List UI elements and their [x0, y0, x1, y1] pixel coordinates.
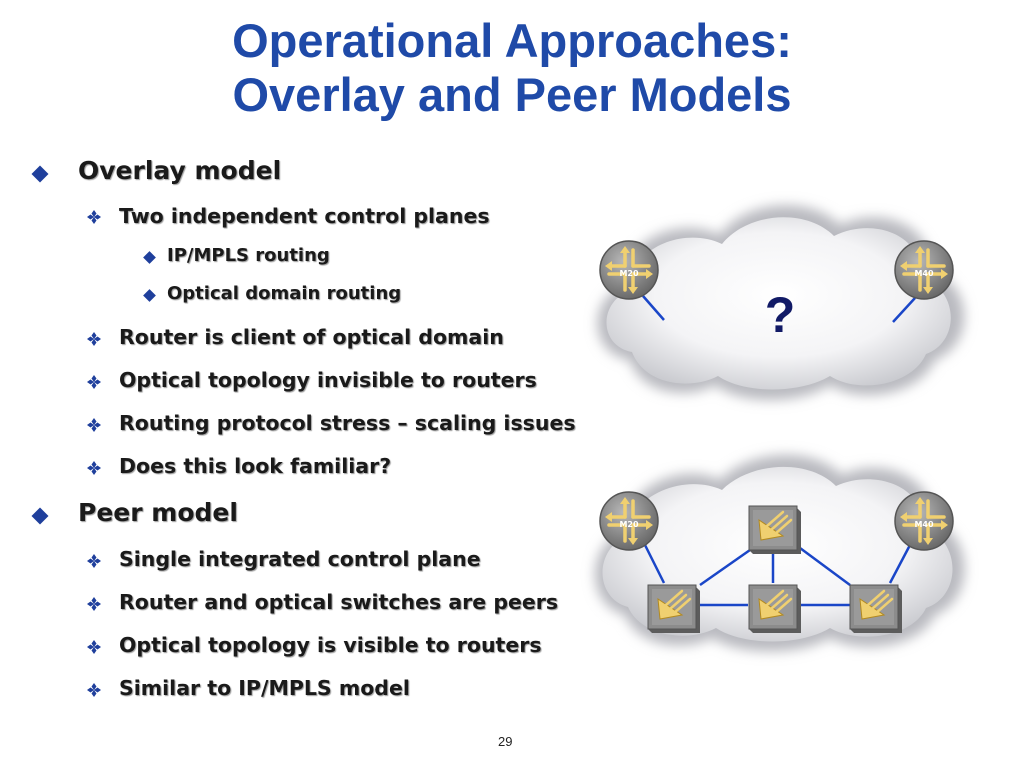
overlay-sub-control-planes: Two independent control planes — [119, 204, 490, 228]
router-label-m40: M40 — [914, 520, 934, 529]
peer-model-heading: Peer model — [78, 498, 238, 527]
router-label-m20: M20 — [619, 520, 639, 529]
bullet-clover-icon — [87, 332, 101, 346]
page-number: 29 — [498, 734, 513, 749]
peer-sub-single-control-plane: Single integrated control plane — [119, 547, 481, 571]
peer-sub-topology-visible: Optical topology is visible to routers — [119, 633, 542, 657]
peer-links — [643, 544, 912, 607]
bullet-clover-icon — [87, 683, 101, 697]
overlay-sub-optical-domain-routing: Optical domain routing — [167, 283, 402, 304]
overlay-model-heading: Overlay model — [78, 156, 282, 185]
slide-title-line-2: Overlay and Peer Models — [232, 68, 792, 121]
overlay-cloud — [597, 205, 965, 400]
slide-title: Operational Approaches: Overlay and Peer… — [0, 14, 1024, 122]
overlay-sub-router-client: Router is client of optical domain — [119, 325, 504, 349]
optical-switch-icon — [747, 583, 803, 635]
bullet-clover-icon — [87, 418, 101, 432]
bullet-clover-icon — [87, 461, 101, 475]
overlay-sub-familiar: Does this look familiar? — [119, 454, 392, 478]
bullet-clover-icon — [87, 375, 101, 389]
optical-switch-icon — [646, 583, 702, 635]
router-label-m40: M40 — [914, 269, 934, 278]
overlay-link-left — [642, 295, 665, 321]
router-label-m20: M20 — [619, 269, 639, 278]
overlay-sub-scaling-issues: Routing protocol stress – scaling issues — [119, 411, 576, 435]
optical-switch-icon — [747, 504, 803, 556]
peer-sub-peers: Router and optical switches are peers — [119, 590, 559, 614]
bullet-clover-icon — [87, 640, 101, 654]
bullet-clover-icon — [87, 597, 101, 611]
optical-switch-icon — [848, 583, 904, 635]
slide-title-line-1: Operational Approaches: — [232, 14, 792, 67]
bullet-clover-icon — [87, 554, 101, 568]
peer-sub-similar-ip-mpls: Similar to IP/MPLS model — [119, 676, 410, 700]
overlay-sub-topology-invisible: Optical topology invisible to routers — [119, 368, 537, 392]
bullet-clover-icon — [87, 210, 101, 224]
question-mark: ? — [765, 287, 796, 343]
overlay-link-right — [892, 297, 916, 323]
overlay-sub-ip-mpls-routing: IP/MPLS routing — [167, 245, 330, 266]
